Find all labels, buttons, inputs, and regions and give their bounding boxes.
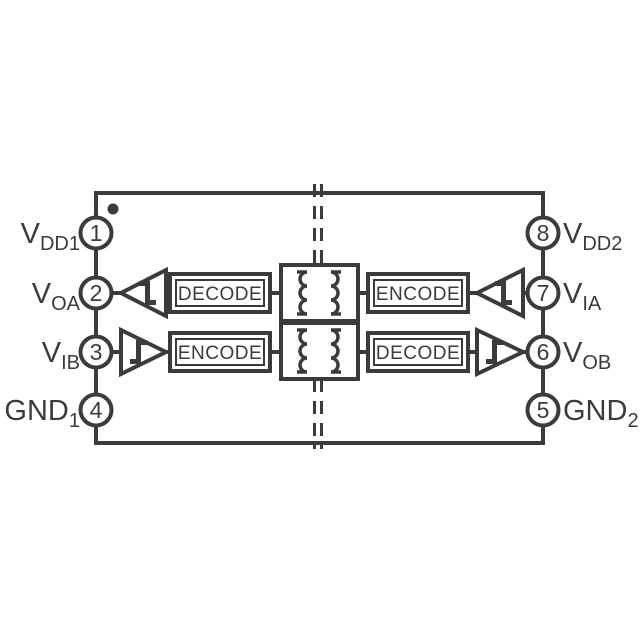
pin-label-vdd2: VDD2 xyxy=(563,218,622,255)
pin-label-via: VIA xyxy=(563,278,602,315)
pin-3-number: 3 xyxy=(90,339,103,365)
pin-4-number: 4 xyxy=(90,397,103,423)
output-buffer-channel-a xyxy=(116,266,168,320)
rising-edge-pulse-icon xyxy=(486,340,503,364)
falling-edge-pulse-icon xyxy=(495,281,512,305)
isolation-barrier-double-dashed-line-icon xyxy=(313,184,323,449)
output-buffer-channel-b xyxy=(475,326,528,378)
pin-8: 8 xyxy=(525,215,561,251)
pin-8-number: 8 xyxy=(537,220,550,246)
input-buffer-channel-b xyxy=(119,326,171,378)
pin-label-vib: VIB xyxy=(42,337,80,374)
pin-label-voa: VOA xyxy=(32,278,81,315)
rising-edge-pulse-icon xyxy=(130,340,147,364)
falling-edge-pulse-icon xyxy=(139,281,156,305)
pin-7-number: 7 xyxy=(537,280,550,306)
pin-7: 7 xyxy=(525,275,561,311)
decode-block-channel-b: DECODE xyxy=(366,331,470,373)
encode-block-a-label: ENCODE xyxy=(376,284,460,305)
pin1-marker-dot-icon xyxy=(107,203,119,215)
input-buffer-channel-a xyxy=(472,266,525,320)
transformer-a-coils-icon xyxy=(279,263,360,323)
pin-5: 5 xyxy=(525,392,561,428)
decode-block-b-label: DECODE xyxy=(376,343,460,364)
pin-5-number: 5 xyxy=(537,397,550,423)
pin-1: 1 xyxy=(78,215,114,251)
pin-1-number: 1 xyxy=(90,220,103,246)
pin-3: 3 xyxy=(78,334,114,370)
pin-4: 4 xyxy=(78,392,114,428)
transformer-b-coils-icon xyxy=(279,321,360,381)
encode-block-channel-b: ENCODE xyxy=(168,331,272,373)
encode-block-b-label: ENCODE xyxy=(178,343,262,364)
pin-6: 6 xyxy=(525,334,561,370)
decode-block-channel-a: DECODE xyxy=(168,272,272,314)
pin-2: 2 xyxy=(78,275,114,311)
pin-label-vob: VOB xyxy=(563,337,611,374)
pin-label-gnd1: GND1 xyxy=(4,395,80,432)
decode-block-a-label: DECODE xyxy=(178,284,262,305)
pin-label-gnd2: GND2 xyxy=(563,395,639,432)
encode-block-channel-a: ENCODE xyxy=(366,272,470,314)
pin-6-number: 6 xyxy=(537,339,550,365)
pin-2-number: 2 xyxy=(90,280,103,306)
pin-label-vdd1: VDD1 xyxy=(21,218,80,255)
